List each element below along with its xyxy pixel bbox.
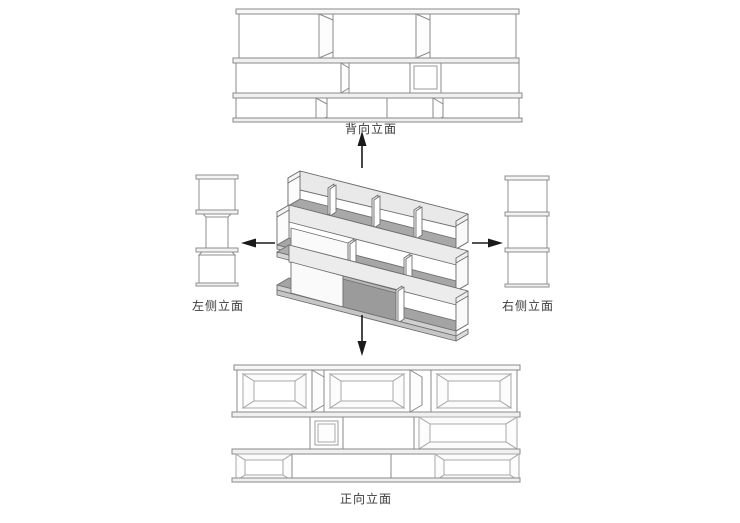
arrow-to-front-view xyxy=(357,315,367,356)
arrow-to-back-view xyxy=(357,131,367,168)
label-right-elevation: 右侧立面 xyxy=(502,299,555,313)
arrow-to-right-view xyxy=(472,238,503,248)
label-front-elevation: 正向立面 xyxy=(340,492,393,506)
label-back-elevation: 背向立面 xyxy=(345,122,398,136)
arrow-to-left-view xyxy=(241,238,275,248)
label-left-elevation: 左侧立面 xyxy=(192,299,245,313)
